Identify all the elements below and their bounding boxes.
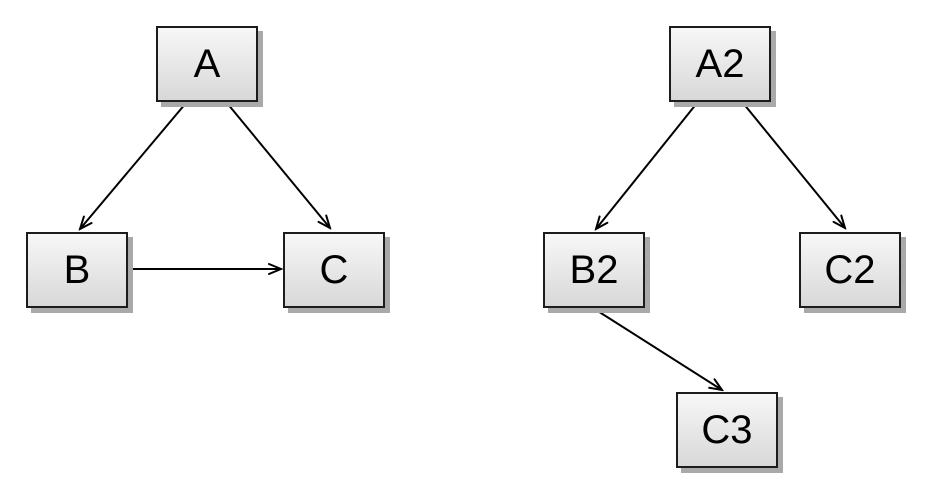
node-label: A2 xyxy=(695,42,745,86)
node-B2: B2 xyxy=(543,232,645,308)
edge-A-B xyxy=(80,102,187,229)
node-A2: A2 xyxy=(669,26,771,102)
edge-B2-C3 xyxy=(592,307,722,390)
node-A: A xyxy=(156,26,258,102)
edge-A2-B2 xyxy=(596,102,698,229)
node-label: B xyxy=(63,248,91,292)
node-label: B2 xyxy=(569,248,619,292)
node-label: C2 xyxy=(824,248,876,292)
node-label: C3 xyxy=(701,408,753,452)
edge-A2-C2 xyxy=(742,102,845,228)
edge-A-C xyxy=(226,102,330,228)
node-label: C xyxy=(319,248,349,292)
node-C3: C3 xyxy=(676,392,778,468)
node-C: C xyxy=(283,232,385,308)
node-label: A xyxy=(193,42,221,86)
node-B: B xyxy=(26,232,128,308)
node-C2: C2 xyxy=(799,232,901,308)
